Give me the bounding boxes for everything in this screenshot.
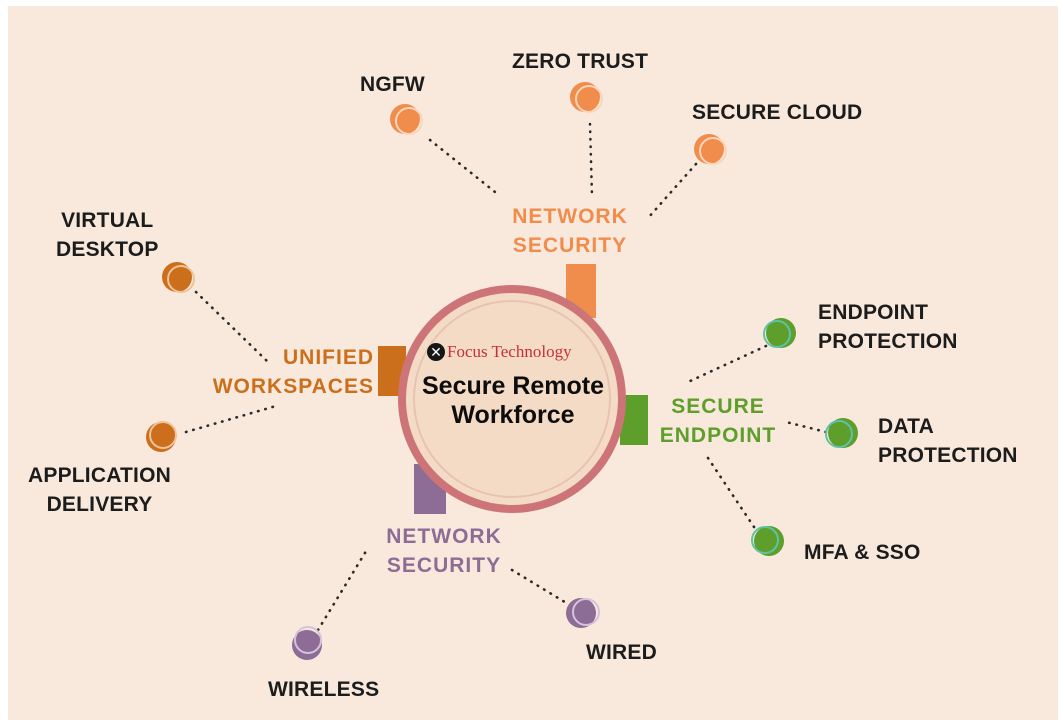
- category-line: WORKSPACES: [212, 375, 374, 398]
- category-network-security-bottom: NETWORK SECURITY: [366, 522, 522, 580]
- label-line: APPLICATION: [28, 464, 171, 487]
- label-line: PROTECTION: [818, 330, 958, 353]
- node-virtual-desktop: [162, 262, 196, 296]
- label-data-protection: DATA PROTECTION: [878, 412, 1018, 470]
- label-zero-trust: ZERO TRUST: [512, 50, 649, 73]
- category-secure-endpoint: SECURE ENDPOINT: [648, 392, 788, 450]
- connector-mfa-sso: [706, 456, 758, 532]
- label-line: VIRTUAL: [61, 209, 154, 232]
- node-wired: [566, 598, 600, 632]
- hub-circle: [398, 285, 626, 513]
- node-ngfw: [390, 104, 424, 138]
- x-circle-icon: ✕: [427, 343, 445, 361]
- hub-inner-ring: [413, 300, 611, 498]
- category-line: NETWORK: [386, 525, 502, 548]
- category-line: NETWORK: [512, 205, 628, 228]
- node-zero-trust: [570, 82, 604, 116]
- node-secure-cloud: [694, 134, 728, 168]
- label-mfa-sso: MFA & SSO: [804, 541, 921, 564]
- category-network-security-top: NETWORK SECURITY: [490, 202, 650, 260]
- category-line: SECURITY: [386, 554, 502, 577]
- label-ngfw: NGFW: [360, 73, 425, 96]
- brand-logo: ✕ Focus Technology: [427, 340, 572, 364]
- brand-name: Focus Technology: [447, 342, 572, 361]
- label-line: DATA: [878, 415, 935, 438]
- category-line: ENDPOINT: [659, 424, 777, 447]
- node-mfa-sso: [751, 526, 788, 560]
- node-application-delivery: [146, 421, 180, 456]
- connector-endpoint-protection: [686, 344, 768, 384]
- label-wired: WIRED: [586, 641, 657, 664]
- label-line: ENDPOINT: [818, 301, 929, 324]
- category-line: SECURITY: [512, 234, 628, 257]
- label-line: DESKTOP: [56, 238, 159, 261]
- connector-zero-trust: [588, 122, 594, 198]
- connector-application-delivery: [184, 404, 278, 434]
- hub-title: Secure Remote Workforce: [421, 372, 605, 429]
- label-application-delivery: APPLICATION DELIVERY: [28, 461, 171, 519]
- node-data-protection: [825, 418, 862, 452]
- connector-wireless: [316, 546, 370, 632]
- connector-secure-cloud: [646, 162, 698, 220]
- category-line: SECURE: [671, 395, 765, 418]
- label-line: PROTECTION: [878, 444, 1018, 467]
- label-endpoint-protection: ENDPOINT PROTECTION: [818, 298, 958, 356]
- node-wireless: [292, 626, 326, 664]
- connector-virtual-desktop: [194, 290, 270, 364]
- label-line: DELIVERY: [46, 493, 153, 516]
- connector-ngfw: [428, 138, 502, 198]
- label-secure-cloud: SECURE CLOUD: [692, 101, 863, 124]
- category-line: UNIFIED: [283, 346, 374, 369]
- label-wireless: WIRELESS: [268, 678, 380, 701]
- node-endpoint-protection: [763, 318, 800, 352]
- category-unified-workspaces: UNIFIED WORKSPACES: [194, 343, 374, 401]
- label-virtual-desktop: VIRTUAL DESKTOP: [56, 206, 159, 264]
- connector-data-protection: [784, 420, 828, 434]
